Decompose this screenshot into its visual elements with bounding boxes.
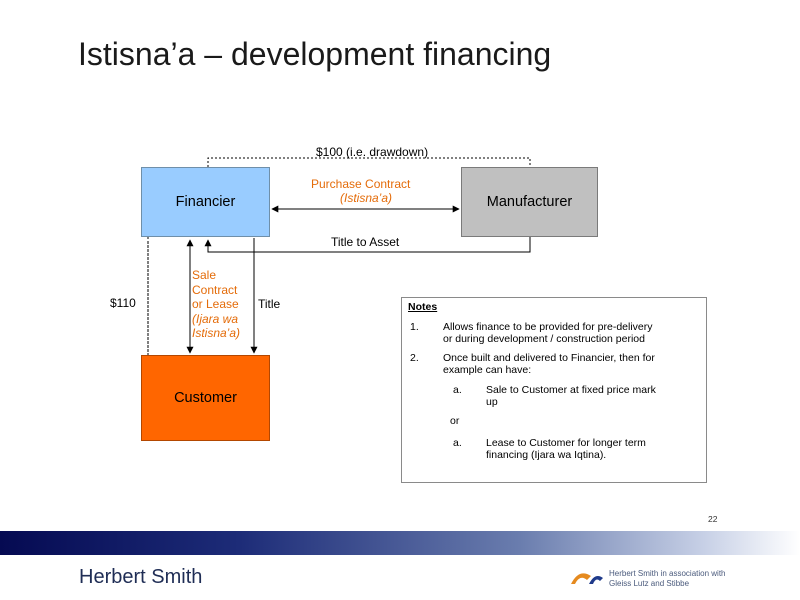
manufacturer-label: Manufacturer bbox=[486, 194, 573, 210]
sale-contract-line1: Sale bbox=[192, 268, 217, 282]
drawdown-label: $100 (i.e. drawdown) bbox=[316, 145, 429, 159]
note-2-text: Once built and delivered to Financier, t… bbox=[443, 352, 655, 376]
customer-box: Customer bbox=[141, 355, 270, 441]
notes-heading: Notes bbox=[408, 301, 438, 313]
title-to-asset-label: Title to Asset bbox=[331, 235, 400, 249]
manufacturer-box: Manufacturer bbox=[461, 167, 598, 237]
note-1-line1: Allows finance to be provided for pre-de… bbox=[443, 321, 653, 333]
note-1-number: 1. bbox=[410, 321, 419, 333]
herbert-smith-logo: Herbert Smith bbox=[79, 566, 203, 588]
sale-contract-line4: (Ijara wa bbox=[192, 311, 239, 326]
sale-contract-line3: or Lease bbox=[192, 297, 239, 311]
sub-a2-line2: financing (Ijara wa Iqtina). bbox=[486, 449, 607, 461]
sale-contract-line2: Contract bbox=[192, 282, 238, 297]
association-line1: Herbert Smith in association with bbox=[609, 569, 726, 578]
slide-title: Istisna’a – development financing bbox=[78, 36, 552, 72]
sub-a1-line1: Sale to Customer at fixed price mark bbox=[486, 384, 656, 396]
note-1-line2: or during development / construction per… bbox=[443, 333, 645, 345]
purchase-contract-label: Purchase Contract bbox=[311, 177, 411, 191]
notes-panel: Notes 1. Allows finance to be provided f… bbox=[401, 297, 707, 483]
note-2-line1: Once built and delivered to Financier, t… bbox=[443, 352, 655, 364]
sale-contract-label: Sale Contract or Lease (Ijara wa Istisna… bbox=[192, 268, 240, 341]
association-logo-icon bbox=[571, 573, 603, 584]
sub-a2-number: a. bbox=[453, 437, 462, 449]
sub-a1-number: a. bbox=[453, 384, 462, 396]
sub-a2-text: Lease to Customer for longer term financ… bbox=[486, 437, 646, 461]
sub-a2-line1: Lease to Customer for longer term bbox=[486, 437, 646, 449]
page-number: 22 bbox=[708, 514, 718, 524]
financier-box: Financier bbox=[141, 167, 270, 237]
customer-label: Customer bbox=[174, 390, 237, 406]
association-text: Herbert Smith in association with Gleiss… bbox=[609, 569, 759, 589]
note-2-number: 2. bbox=[410, 352, 419, 364]
sub-a1-line2: up bbox=[486, 396, 498, 408]
payment-110-label: $110 bbox=[110, 296, 136, 310]
sale-contract-line5: Istisna’a) bbox=[192, 326, 241, 340]
or-label: or bbox=[450, 415, 460, 427]
note-1-text: Allows finance to be provided for pre-de… bbox=[443, 321, 653, 345]
footer-band bbox=[0, 531, 800, 555]
title-label: Title bbox=[258, 297, 281, 311]
title-to-asset-line bbox=[204, 237, 531, 253]
drawdown-line bbox=[207, 157, 531, 167]
financier-label: Financier bbox=[175, 194, 236, 210]
purchase-contract-istisna: (Istisna’a) bbox=[340, 191, 393, 205]
note-2-line2: example can have: bbox=[443, 364, 532, 376]
association-line2: Gleiss Lutz and Stibbe bbox=[609, 579, 690, 588]
sub-a1-text: Sale to Customer at fixed price mark up bbox=[486, 384, 656, 408]
